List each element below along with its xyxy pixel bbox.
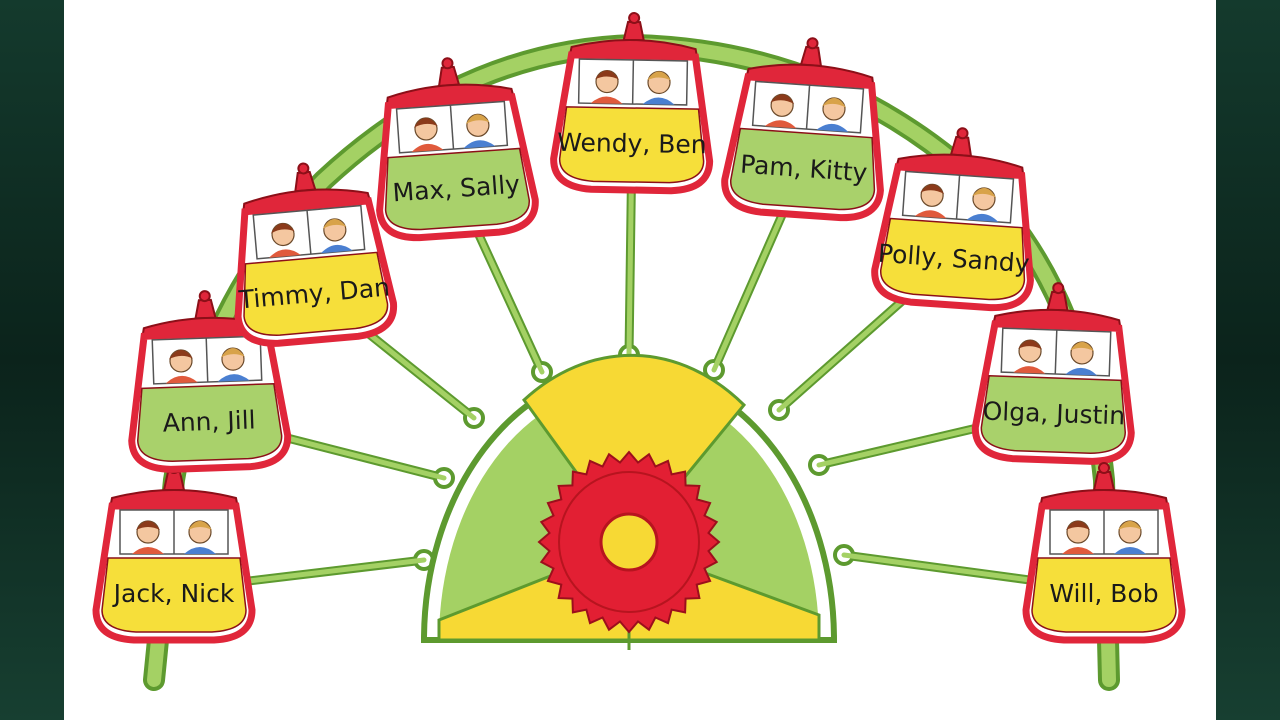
car-label-panel: [880, 217, 1026, 301]
car-topper-icon: [437, 65, 461, 88]
car-topper-icon: [1046, 290, 1069, 312]
car-polly-sandy: Polly, Sandy: [871, 127, 1034, 312]
car-label-panel: [136, 382, 283, 463]
car-label-panel: [101, 557, 247, 633]
right-border-panel: [1216, 0, 1280, 720]
car-timmy-dan: Timmy, Dan: [234, 162, 397, 347]
car-wendy-ben: Wendy, Ben: [550, 12, 714, 195]
car-topper-icon: [949, 135, 973, 158]
left-border-panel: [0, 0, 64, 720]
car-max-sally: Max, Sally: [376, 57, 539, 242]
car-label-panel: [558, 106, 705, 184]
car-name-label: Jack, Nick: [112, 579, 235, 608]
car-topper-icon: [162, 471, 186, 491]
wheel-hub: [420, 353, 838, 650]
car-name-label: Ann, Jill: [162, 405, 256, 437]
car-topper-icon: [1092, 471, 1116, 491]
car-label-panel: [384, 147, 530, 231]
car-name-label: Olga, Justin: [982, 397, 1125, 431]
car-olga-justin: Olga, Justin: [971, 282, 1135, 465]
car-topper-icon: [294, 170, 317, 193]
car-topper-icon: [622, 20, 645, 42]
car-name-label: Will, Bob: [1049, 579, 1158, 608]
car-will-bob: Will, Bob: [1022, 462, 1186, 644]
car-jack-nick: Jack, Nick: [92, 462, 256, 644]
car-label-panel: [243, 251, 389, 336]
car-label-panel: [1031, 557, 1177, 633]
car-ann-jill: Ann, Jill: [128, 290, 292, 473]
car-label-panel: [980, 374, 1127, 455]
hub-center: [599, 512, 659, 572]
car-name-label: Wendy, Ben: [557, 128, 707, 160]
car-pam-kitty: Pam, Kitty: [721, 37, 884, 222]
car-topper-icon: [194, 298, 217, 320]
car-label-panel: [730, 127, 876, 211]
car-topper-icon: [799, 45, 823, 68]
